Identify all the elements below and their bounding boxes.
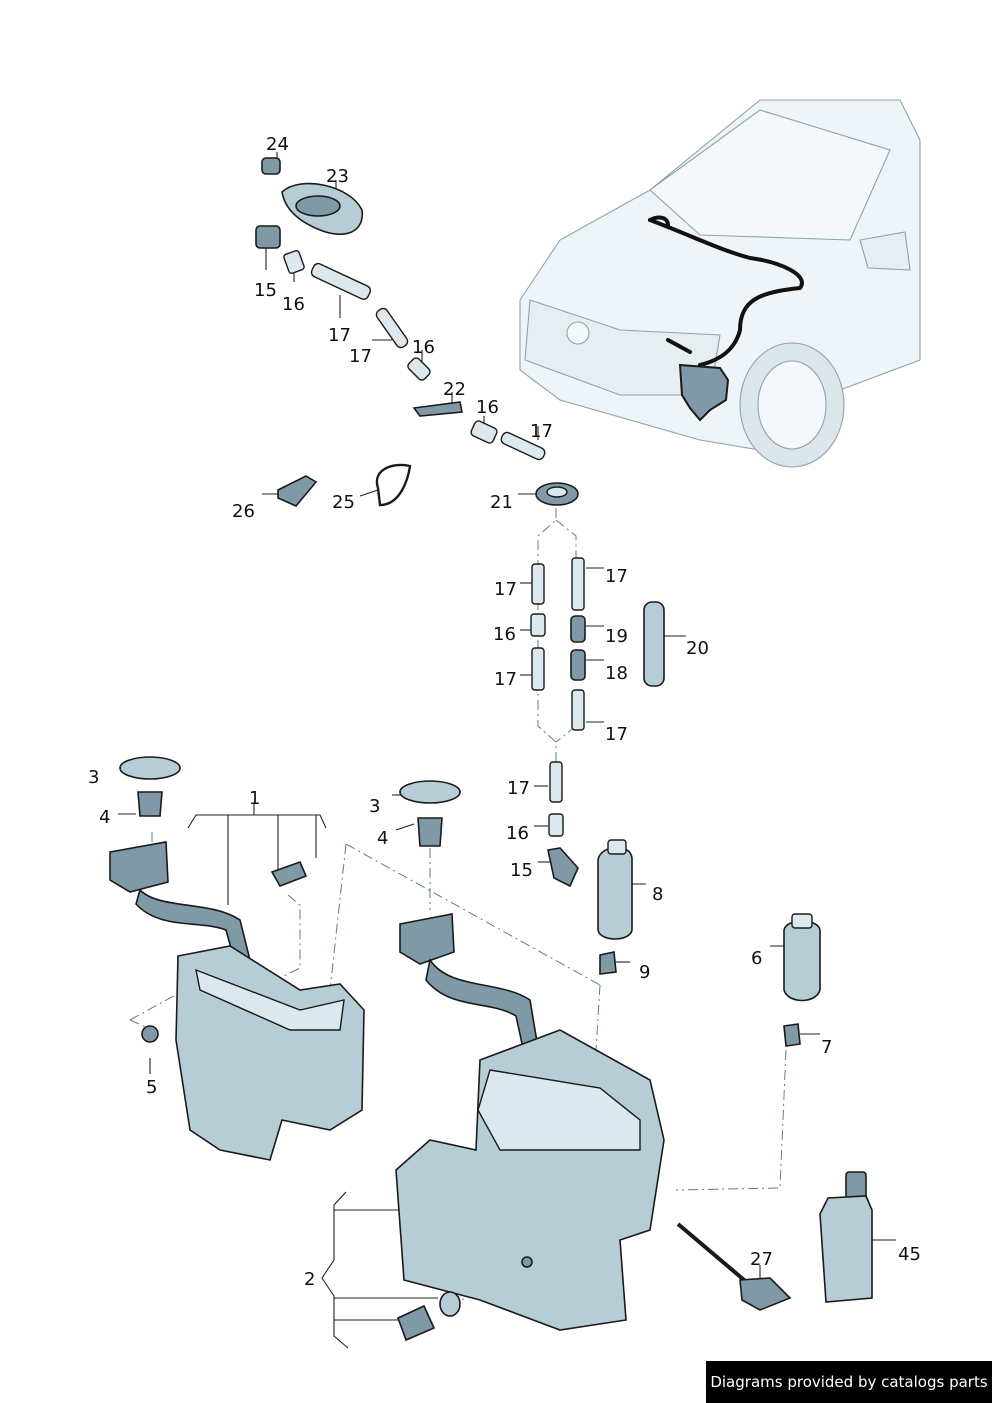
callout-15: 15 xyxy=(510,860,533,881)
callout-5: 5 xyxy=(146,1077,158,1098)
callout-45: 45 xyxy=(898,1244,921,1265)
callout-17: 17 xyxy=(530,421,553,442)
callout-6: 6 xyxy=(751,948,763,969)
callout-16: 16 xyxy=(412,337,435,358)
callout-17: 17 xyxy=(605,566,628,587)
callout-7: 7 xyxy=(821,1037,833,1058)
callout-25: 25 xyxy=(332,492,355,513)
callout-9: 9 xyxy=(639,962,651,983)
callout-3: 3 xyxy=(88,767,100,788)
callout-24: 24 xyxy=(266,134,289,155)
callout-22: 22 xyxy=(443,379,466,400)
callout-19: 19 xyxy=(605,626,628,647)
footer-credit: Diagrams provided by catalogs parts xyxy=(706,1361,992,1403)
callout-17: 17 xyxy=(507,778,530,799)
callout-16: 16 xyxy=(476,397,499,418)
callout-16: 16 xyxy=(493,624,516,645)
callout-23: 23 xyxy=(326,166,349,187)
callout-16: 16 xyxy=(506,823,529,844)
callout-17: 17 xyxy=(328,325,351,346)
callout-20: 20 xyxy=(686,638,709,659)
pumps xyxy=(597,839,821,1047)
callout-27: 27 xyxy=(750,1249,773,1270)
callout-1: 1 xyxy=(249,788,261,809)
callout-17: 17 xyxy=(349,346,372,367)
accessories xyxy=(676,1171,873,1311)
callout-21: 21 xyxy=(490,492,513,513)
callout-26: 26 xyxy=(232,501,255,522)
callout-4: 4 xyxy=(99,807,111,828)
hose-set xyxy=(530,557,665,888)
callout-3: 3 xyxy=(369,796,381,817)
callout-17: 17 xyxy=(494,669,517,690)
nozzle-hose-assembly xyxy=(255,157,579,507)
callout-18: 18 xyxy=(605,663,628,684)
callout-16: 16 xyxy=(282,294,305,315)
callout-8: 8 xyxy=(652,884,664,905)
reservoir-1 xyxy=(109,756,365,1161)
reservoir-2 xyxy=(395,780,665,1342)
vehicle-illustration xyxy=(519,99,921,468)
callout-15: 15 xyxy=(254,280,277,301)
callout-17: 17 xyxy=(494,579,517,600)
callout-2: 2 xyxy=(304,1269,316,1290)
callout-4: 4 xyxy=(377,828,389,849)
callout-17: 17 xyxy=(605,724,628,745)
